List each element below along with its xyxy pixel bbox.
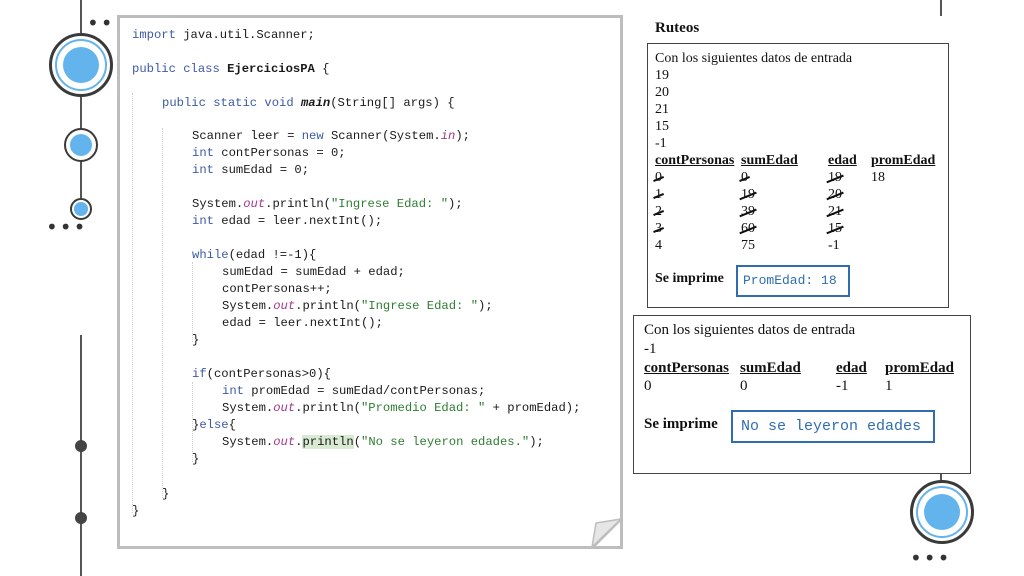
output-box: PromEdad: 18 <box>736 265 850 297</box>
final-value: 4 <box>655 238 662 253</box>
final-value: 75 <box>741 238 755 253</box>
struck-value: 20 <box>828 187 842 202</box>
print-label: Se imprime <box>655 271 724 286</box>
java-code: import java.util.Scanner; public class E… <box>120 18 620 546</box>
code-line-while: while(edad !=-1){ <box>192 248 317 262</box>
ruteos-title: Ruteos <box>655 20 700 36</box>
ellipsis-icon: ••• <box>46 215 88 239</box>
trace-intro: Con los siguientes datos de entrada <box>655 51 853 66</box>
code-line-println-prom: System.out.println("Promedio Edad: " + p… <box>222 401 581 415</box>
struck-value: 1 <box>655 187 662 202</box>
medium-circle-core-icon <box>70 134 92 156</box>
code-line-class-close: } <box>132 504 140 518</box>
ellipsis-icon: ••• <box>910 546 952 570</box>
struck-value: 60 <box>741 221 755 236</box>
header-edad: edad <box>828 153 857 168</box>
input-value: 21 <box>655 102 669 117</box>
code-line-main: public static void main(String[] args) { <box>162 96 455 110</box>
code-line-println-no: System.out.println("No se leyeron edades… <box>222 435 544 449</box>
small-circle-core-icon <box>74 202 88 216</box>
header-sumedad: sumEdad <box>741 153 798 168</box>
output-text: PromEdad: 18 <box>743 273 837 288</box>
code-line-edad2: edad = leer.nextInt(); <box>222 316 383 330</box>
large-circle-core-icon <box>63 47 99 83</box>
code-line-prom: int promEdad = sumEdad/contPersonas; <box>222 384 486 398</box>
keyword: import <box>132 28 176 42</box>
page-curl-icon <box>590 517 623 549</box>
input-value: -1 <box>655 136 667 151</box>
input-value: -1 <box>644 341 657 357</box>
code-line-edad: int edad = leer.nextInt(); <box>192 214 383 228</box>
highlighted-method: println <box>302 435 354 449</box>
input-value: 15 <box>655 119 669 134</box>
value-contpersonas: 0 <box>644 378 652 394</box>
code-line-println-loop: System.out.println("Ingrese Edad: "); <box>222 299 493 313</box>
trace-sumedad-col: 0 19 39 60 75 <box>741 169 755 254</box>
timeline-dot-icon <box>75 512 87 524</box>
code-sheet: import java.util.Scanner; public class E… <box>117 15 623 549</box>
trace-contpersonas-col: 0 1 2 3 4 <box>655 169 662 254</box>
struck-value: 0 <box>741 170 748 185</box>
final-value: 18 <box>871 170 885 185</box>
timeline-line-top <box>80 0 82 36</box>
code-line-else: }else{ <box>192 418 236 432</box>
struck-value: 3 <box>655 221 662 236</box>
trace-intro: Con los siguientes datos de entrada <box>644 322 856 338</box>
code-line-sum-add: sumEdad = sumEdad + edad; <box>222 265 405 279</box>
trace-edad-col: 19 20 21 15 -1 <box>828 169 842 254</box>
code-line-if-close: } <box>192 452 200 466</box>
value-promedad: 1 <box>885 378 893 394</box>
indent-guide <box>162 128 163 498</box>
code-line-import: import java.util.Scanner; <box>132 28 315 42</box>
header-promedad: promEdad <box>871 153 936 168</box>
header-contpersonas: contPersonas <box>644 360 729 376</box>
indent-guide <box>192 382 193 462</box>
timeline-line-mid2 <box>80 160 82 198</box>
final-value: -1 <box>828 238 840 253</box>
print-label: Se imprime <box>644 416 718 432</box>
output-box: No se leyeron edades <box>731 410 935 443</box>
code-line-cont-inc: contPersonas++; <box>222 282 332 296</box>
input-value: 19 <box>655 68 669 83</box>
code-line-main-close: } <box>162 487 170 501</box>
code-line-if: if(contPersonas>0){ <box>192 367 331 381</box>
trace-promedad-col: 18 <box>871 169 885 186</box>
input-value: 20 <box>655 85 669 100</box>
header-contpersonas: contPersonas <box>655 153 735 168</box>
timeline-dot-icon <box>75 440 87 452</box>
struck-value: 15 <box>828 221 842 236</box>
code-line-sum: int sumEdad = 0; <box>192 163 310 177</box>
header-promedad: promEdad <box>885 360 954 376</box>
timeline-line-mid <box>80 94 82 134</box>
timeline-line-bottom <box>80 335 82 576</box>
code-line-while-close: } <box>192 333 200 347</box>
code-line-class: public class EjerciciosPA { <box>132 62 330 76</box>
value-edad: -1 <box>836 378 849 394</box>
indent-guide <box>192 262 193 342</box>
code-line-scanner: Scanner leer = new Scanner(System.in); <box>192 129 470 143</box>
output-text: No se leyeron edades <box>741 418 922 435</box>
value-sumedad: 0 <box>740 378 748 394</box>
right-line-top <box>940 0 942 16</box>
struck-value: 0 <box>655 170 662 185</box>
trace-panel-2: Con los siguientes datos de entrada -1 c… <box>633 315 971 474</box>
trace-panel-1: Con los siguientes datos de entrada 19 2… <box>647 43 949 308</box>
right-line-bottom <box>940 473 942 483</box>
struck-value: 2 <box>655 204 662 219</box>
right-circle-core-icon <box>924 494 960 530</box>
struck-value: 21 <box>828 204 842 219</box>
method-name: main <box>300 96 331 110</box>
struck-value: 19 <box>741 187 755 202</box>
code-line-cont: int contPersonas = 0; <box>192 146 346 160</box>
header-sumedad: sumEdad <box>740 360 801 376</box>
struck-value: 19 <box>828 170 842 185</box>
header-edad: edad <box>836 360 867 376</box>
struck-value: 39 <box>741 204 755 219</box>
indent-guide <box>132 93 133 513</box>
code-line-println-ingrese: System.out.println("Ingrese Edad: "); <box>192 197 463 211</box>
class-name: EjerciciosPA <box>227 62 315 76</box>
